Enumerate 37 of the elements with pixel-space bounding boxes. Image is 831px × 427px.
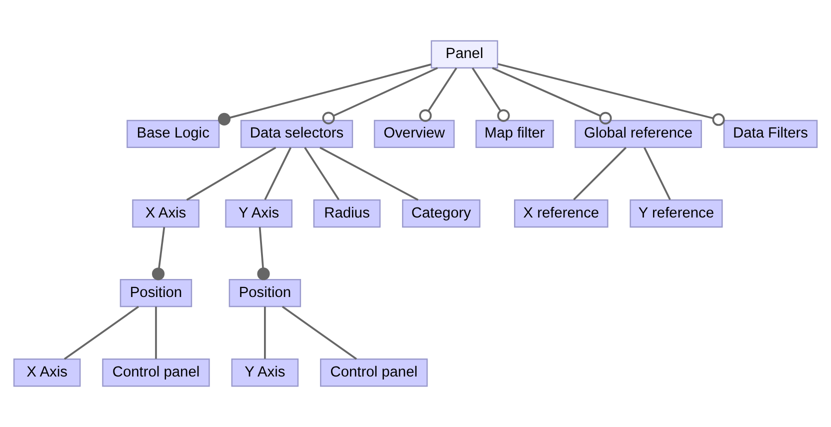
connector bbox=[186, 146, 276, 201]
connector bbox=[257, 227, 270, 280]
node-box: X reference bbox=[514, 199, 608, 228]
connector bbox=[320, 146, 418, 201]
node-box: Map filter bbox=[475, 120, 554, 148]
connector bbox=[218, 64, 432, 126]
connector bbox=[573, 146, 627, 200]
node-box: Category bbox=[402, 199, 480, 228]
node-box: Control panel bbox=[320, 358, 428, 387]
node-box: Panel bbox=[430, 40, 498, 68]
node-box: X Axis bbox=[132, 199, 200, 228]
connector bbox=[498, 63, 725, 126]
connector bbox=[64, 306, 140, 360]
node-box: Position bbox=[120, 279, 192, 308]
node-box: Y reference bbox=[630, 199, 723, 228]
node-box: Control panel bbox=[102, 358, 210, 387]
connector bbox=[472, 67, 510, 122]
connector bbox=[644, 147, 671, 200]
node-box: Y Axis bbox=[231, 358, 299, 387]
node-box: Overview bbox=[374, 120, 455, 148]
node-box: Position bbox=[228, 279, 302, 308]
connector bbox=[264, 306, 266, 359]
connector bbox=[282, 306, 357, 360]
node-box: X Axis bbox=[13, 358, 81, 387]
connector bbox=[264, 147, 292, 200]
node-box: Data selectors bbox=[240, 120, 354, 148]
connector bbox=[322, 67, 438, 124]
connector bbox=[419, 67, 458, 122]
connector bbox=[152, 227, 166, 280]
connector bbox=[304, 147, 340, 200]
node-box: Global reference bbox=[574, 120, 702, 148]
connector bbox=[155, 306, 157, 359]
node-box: Radius bbox=[313, 199, 381, 228]
connector bbox=[492, 67, 612, 124]
node-box: Y Axis bbox=[225, 199, 292, 228]
node-box: Base Logic bbox=[126, 120, 220, 148]
node-box: Data Filters bbox=[723, 120, 818, 148]
